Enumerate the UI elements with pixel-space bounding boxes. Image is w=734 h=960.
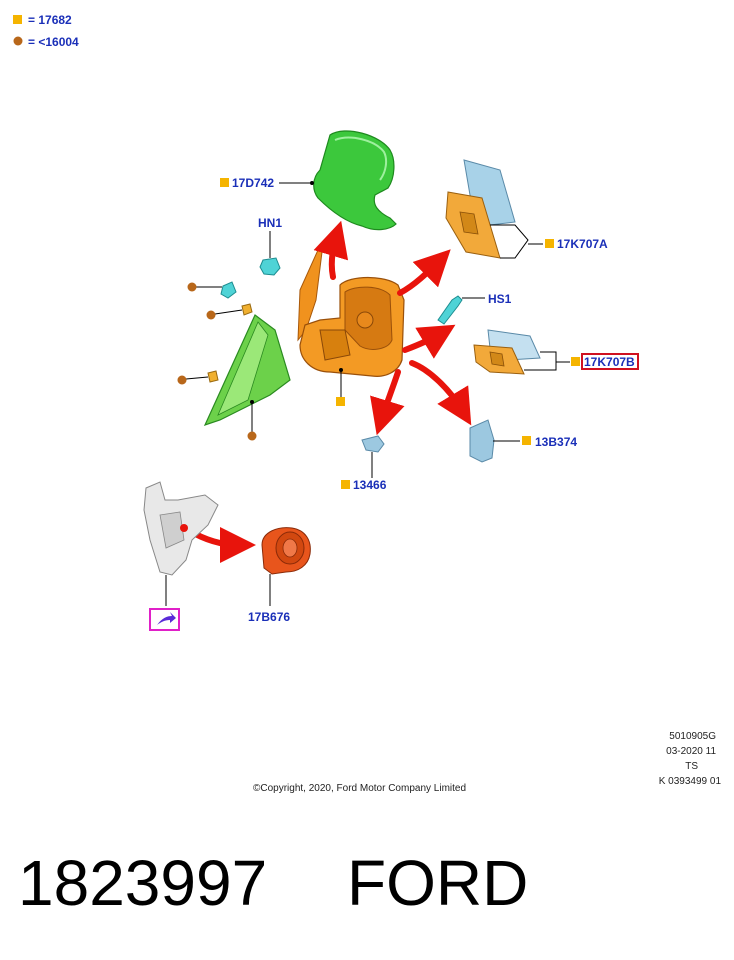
marker-lamp-cover	[522, 436, 531, 445]
screw-part[interactable]	[437, 295, 463, 325]
label-screw[interactable]: HS1	[488, 292, 512, 306]
fastener-group[interactable]	[207, 281, 253, 383]
legend-circle-marker	[13, 36, 23, 46]
marker-clip	[341, 480, 350, 489]
mirror-arm-part[interactable]	[143, 481, 219, 576]
mirror-housing-part[interactable]	[297, 249, 405, 377]
mirror-base-part[interactable]	[203, 314, 291, 427]
ref-line-1: 5010905G	[669, 731, 716, 742]
marker-fastener-3	[177, 375, 187, 385]
label-clip[interactable]: 13466	[353, 478, 387, 492]
mirror-glass-a-part[interactable]	[445, 159, 516, 259]
copyright: ©Copyright, 2020, Ford Motor Company Lim…	[253, 783, 466, 794]
motor-part[interactable]	[261, 527, 311, 575]
ref-line-3: TS	[685, 761, 698, 772]
reference-block: 5010905G 03-2020 11 TS K 0393499 01	[659, 731, 722, 787]
legend-square-text: = 17682	[28, 13, 72, 27]
label-motor[interactable]: 17B676	[248, 610, 290, 624]
label-nut[interactable]: HN1	[258, 216, 282, 230]
label-glass-b[interactable]: 17K707B	[584, 355, 635, 369]
lamp-cover-part[interactable]	[469, 419, 495, 463]
marker-housing	[336, 397, 345, 406]
brand: FORD	[347, 847, 528, 919]
marker-glass-a	[545, 239, 554, 248]
icon-box	[149, 608, 180, 631]
marker-base-bottom	[247, 431, 257, 441]
mirror-cover-part[interactable]	[313, 130, 397, 231]
label-glass-a[interactable]: 17K707A	[557, 237, 608, 251]
mirror-glass-b-part[interactable]	[473, 329, 541, 375]
legend: = 17682 = <16004	[13, 13, 79, 49]
marker-fastener-2	[206, 310, 216, 320]
ref-line-2: 03-2020 11	[666, 746, 716, 757]
legend-circle-text: = <16004	[28, 35, 79, 49]
label-cover[interactable]: 17D742	[232, 176, 274, 190]
clip-part[interactable]	[361, 435, 385, 453]
marker-glass-b	[571, 357, 580, 366]
highlight-box-glass-b	[581, 353, 639, 370]
nut-part[interactable]	[259, 257, 281, 276]
marker-cover	[220, 178, 229, 187]
marker-fastener-1	[187, 282, 197, 292]
ref-line-4: K 0393499 01	[659, 776, 722, 787]
part-number: 1823997	[18, 847, 267, 919]
arrow-pointer-icon[interactable]	[157, 612, 176, 625]
label-lamp-cover[interactable]: 13B374	[535, 435, 577, 449]
legend-square-marker	[13, 15, 22, 24]
